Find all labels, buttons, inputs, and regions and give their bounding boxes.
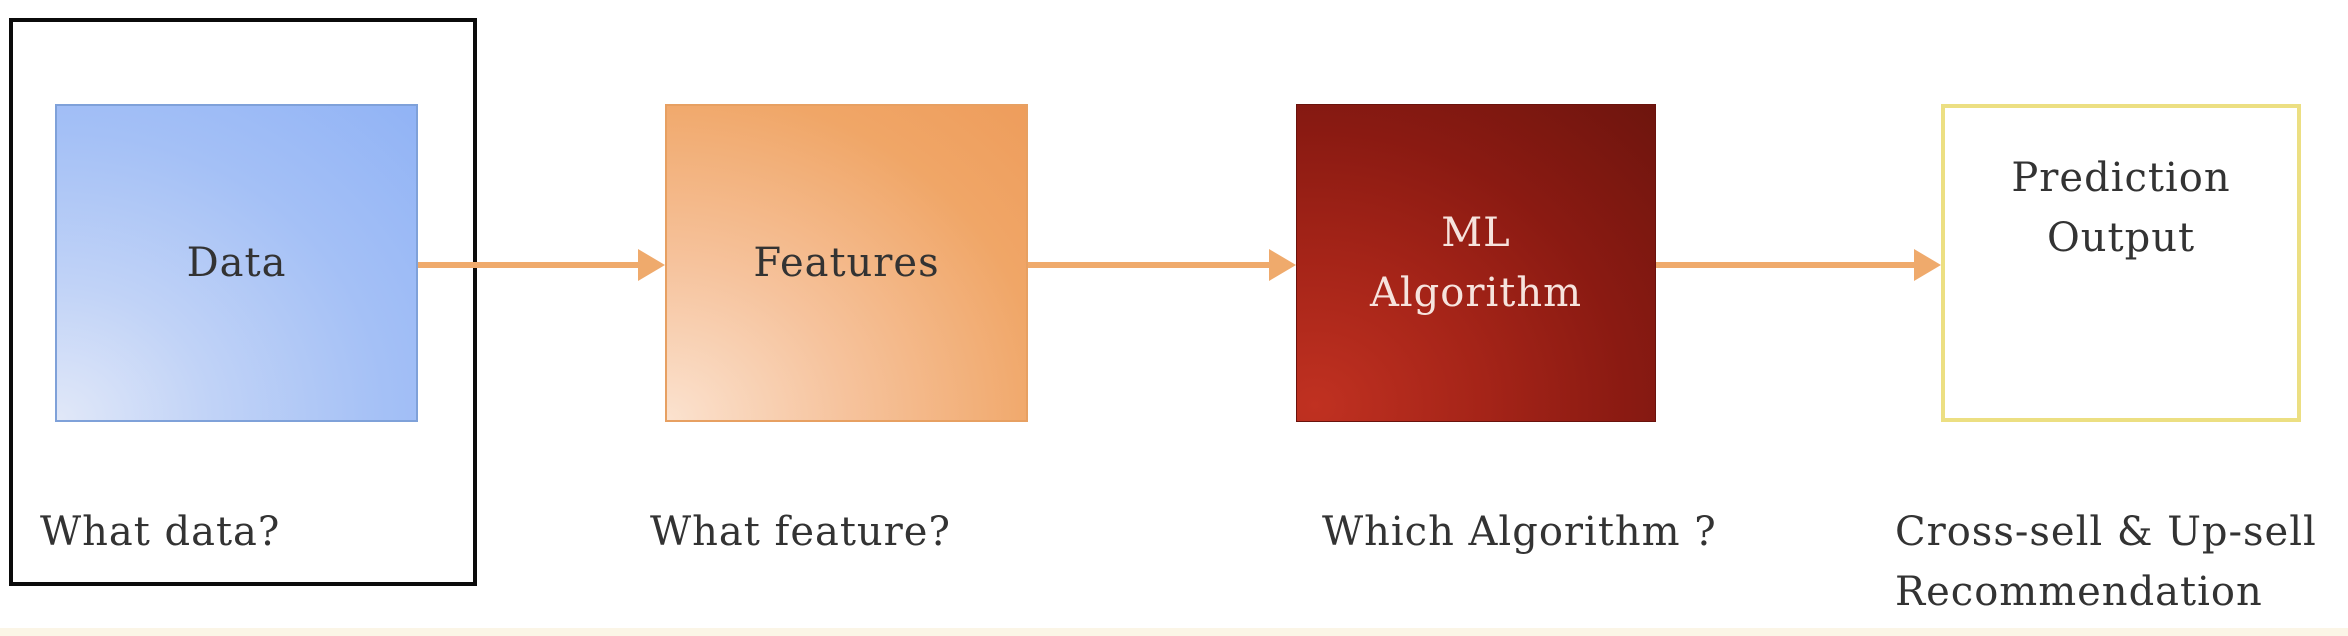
data-box-title: Data [186,240,287,286]
highlight-frame [9,18,477,586]
ml-box-title-line-1: ML [1441,210,1511,256]
data-box: Data [55,104,418,422]
prediction-output-box: Prediction Output [1941,104,2301,422]
output-box-title-line-1: Prediction [2011,155,2231,201]
features-box: Features [665,104,1028,422]
ml-box-title-line-2: Algorithm [1369,270,1583,316]
algorithm-question-label: Which Algorithm ? [1322,509,1717,555]
ml-algorithm-box: ML Algorithm [1296,104,1656,422]
output-box-title-line-2: Output [2046,215,2196,261]
arrowhead-ml [1269,249,1296,281]
features-box-title: Features [753,240,940,286]
output-question-label: Cross-sell & Up-sell Recommendation [1895,502,2317,622]
features-question-label: What feature? [650,509,951,555]
output-question-line-1: Cross-sell & Up-sell [1895,509,2317,555]
arrowhead-features [638,249,665,281]
arrowhead-output [1914,249,1941,281]
output-question-line-2: Recommendation [1895,569,2263,615]
data-question-label: What data? [40,509,281,555]
